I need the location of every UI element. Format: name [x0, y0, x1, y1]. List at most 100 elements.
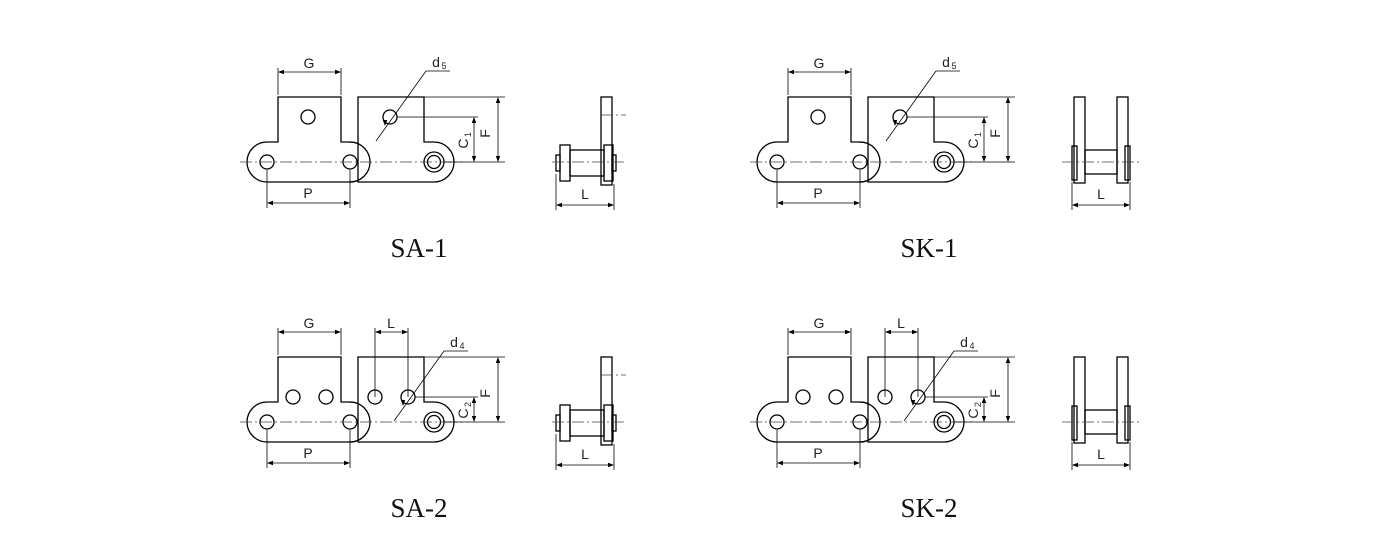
- c-dimension-arrow-top: [471, 397, 477, 403]
- l-top-dimension-arrow-left: [885, 329, 891, 335]
- d-arrow: [400, 400, 406, 406]
- d-label: d: [960, 334, 968, 350]
- side-pin-end-left: [555, 414, 561, 432]
- side-bushing: [569, 409, 605, 437]
- c-label: C: [965, 408, 981, 418]
- g-dimension-arrow-right: [845, 69, 851, 75]
- p-dimension-arrow-right: [854, 460, 860, 466]
- p-label: P: [303, 445, 312, 461]
- c-label: C: [965, 138, 981, 148]
- d-subscript: 5: [951, 61, 956, 71]
- side-pin-head-left: [1071, 405, 1078, 441]
- l-side-dimension-arrow-left: [1072, 462, 1078, 468]
- attachment-hole: [285, 389, 301, 405]
- c-dimension-arrow-bottom: [471, 156, 477, 162]
- l-side-dimension-arrow-right: [1124, 202, 1130, 208]
- g-dimension-arrow-left: [278, 69, 284, 75]
- side-pin-end-right: [611, 414, 617, 432]
- f-dimension-arrow-bottom: [1005, 416, 1011, 422]
- side-pin-end-left: [555, 154, 561, 172]
- f-dimension-arrow-top: [495, 357, 501, 363]
- attachment-hole: [300, 109, 316, 125]
- c-subscript: 2: [973, 402, 983, 407]
- d-leader: [885, 70, 937, 142]
- l-side-dimension-arrow-left: [556, 202, 562, 208]
- figure-title: SK-2: [900, 493, 957, 523]
- l-side-label: L: [581, 186, 589, 202]
- f-label: F: [987, 389, 1003, 398]
- l-top-label: L: [897, 315, 905, 331]
- l-side-label: L: [1097, 446, 1105, 462]
- attachment-hole: [810, 109, 826, 125]
- g-dimension-arrow-left: [278, 329, 284, 335]
- f-label: F: [987, 129, 1003, 138]
- f-dimension-arrow-top: [1005, 97, 1011, 103]
- d-leader: [903, 350, 955, 422]
- f-dimension-arrow-top: [495, 97, 501, 103]
- outer-link-plate: [357, 356, 455, 443]
- d-arrow: [910, 400, 916, 406]
- p-dimension-arrow-left: [267, 200, 273, 206]
- p-dimension-arrow-right: [854, 200, 860, 206]
- p-label: P: [813, 445, 822, 461]
- side-plate-right: [1116, 96, 1129, 184]
- l-side-dimension-arrow-left: [1072, 202, 1078, 208]
- d-leader: [393, 350, 445, 422]
- f-label: F: [477, 129, 493, 138]
- side-roller-head: [559, 144, 571, 182]
- d-label: d: [432, 54, 440, 70]
- side-plate-left: [1073, 96, 1086, 184]
- side-pin-end-right: [611, 154, 617, 172]
- d-subscript: 5: [441, 61, 446, 71]
- d-arrow: [892, 120, 898, 126]
- c-label: C: [455, 138, 471, 148]
- g-label: G: [814, 55, 825, 71]
- c-dimension-arrow-bottom: [471, 416, 477, 422]
- l-top-label: L: [387, 315, 395, 331]
- d-arrow: [382, 120, 388, 126]
- c-subscript: 1: [463, 132, 473, 137]
- f-dimension-arrow-bottom: [495, 416, 501, 422]
- c-dimension-arrow-top: [981, 397, 987, 403]
- l-top-dimension-arrow-left: [375, 329, 381, 335]
- p-dimension-arrow-left: [267, 460, 273, 466]
- p-dimension-arrow-right: [344, 460, 350, 466]
- g-dimension-arrow-right: [335, 329, 341, 335]
- side-bushing: [569, 149, 605, 177]
- figure-title: SK-1: [900, 233, 957, 263]
- d-leader: [375, 70, 427, 142]
- g-dimension-arrow-left: [788, 329, 794, 335]
- l-side-dimension-arrow-right: [608, 202, 614, 208]
- c-dimension-arrow-top: [471, 117, 477, 123]
- side-plate-inner: [603, 144, 614, 182]
- g-label: G: [814, 315, 825, 331]
- l-top-dimension-arrow-right: [402, 329, 408, 335]
- l-side-label: L: [1097, 186, 1105, 202]
- l-side-label: L: [581, 446, 589, 462]
- side-roller-head: [559, 404, 571, 442]
- l-top-dimension-arrow-right: [912, 329, 918, 335]
- p-label: P: [303, 185, 312, 201]
- figure-title: SA-1: [390, 233, 447, 263]
- d-label: d: [942, 54, 950, 70]
- f-dimension-arrow-top: [1005, 357, 1011, 363]
- g-dimension-arrow-left: [788, 69, 794, 75]
- g-dimension-arrow-right: [335, 69, 341, 75]
- f-label: F: [477, 389, 493, 398]
- side-plate-right: [1116, 356, 1129, 444]
- side-pin-head-left: [1071, 145, 1078, 181]
- figure-title: SA-2: [390, 493, 447, 523]
- outer-link-plate: [867, 356, 965, 443]
- outer-link-plate: [867, 96, 965, 183]
- c-dimension-arrow-top: [981, 117, 987, 123]
- side-pin-head-right: [1124, 405, 1131, 441]
- g-label: G: [304, 55, 315, 71]
- g-label: G: [304, 315, 315, 331]
- side-attachment-plate: [600, 356, 613, 446]
- l-side-dimension-arrow-left: [556, 462, 562, 468]
- attachment-hole: [795, 389, 811, 405]
